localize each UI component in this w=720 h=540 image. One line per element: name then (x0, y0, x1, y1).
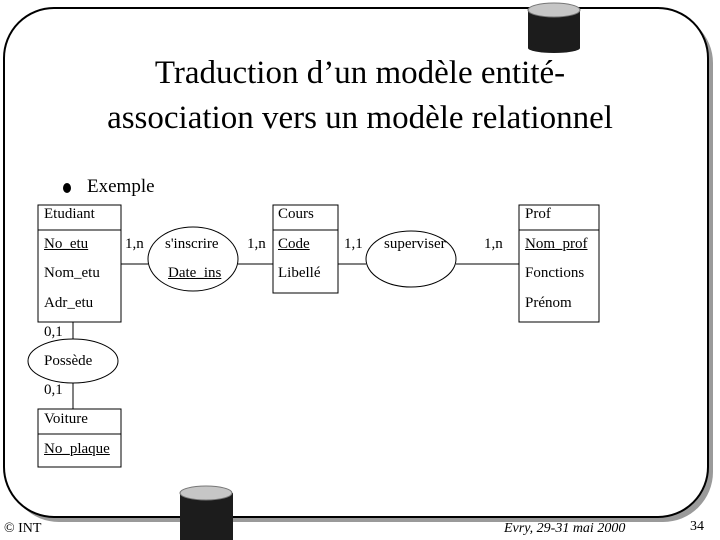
cylinder-top-icon (527, 2, 581, 53)
entity-etudiant-name: Etudiant (44, 206, 95, 222)
slide-frame (3, 7, 709, 518)
entity-voiture-attr: No_plaque (44, 441, 110, 457)
card-voiture-possede: 0,1 (44, 382, 63, 398)
card-cours-inscrire: 1,n (247, 236, 266, 252)
card-etudiant-possede: 0,1 (44, 324, 63, 340)
entity-prof-attr: Fonctions (525, 265, 585, 281)
entity-etudiant-attr: No_etu (44, 236, 89, 252)
bullet-text: Exemple (87, 176, 155, 197)
entity-voiture-box (37, 408, 122, 468)
assoc-inscrire-attr: Date_ins (168, 265, 222, 281)
entity-etudiant-attr: Nom_etu (44, 265, 100, 281)
cylinder-bottom-icon (179, 485, 233, 540)
card-cours-superviser: 1,1 (344, 236, 363, 252)
bullet-dot (63, 183, 71, 193)
card-etudiant-inscrire: 1,n (125, 236, 144, 252)
assoc-inscrire-ellipse (147, 226, 239, 292)
entity-cours-box (272, 204, 339, 294)
card-prof-superviser: 1,n (484, 236, 503, 252)
page-number: 34 (690, 519, 704, 534)
entity-prof-name: Prof (525, 206, 551, 222)
entity-etudiant-attr: Adr_etu (44, 295, 94, 311)
assoc-possede-name: Possède (44, 353, 93, 369)
entity-prof-attr: Prénom (525, 295, 572, 311)
footer-copyright: © INT (4, 521, 42, 536)
entity-prof-attr: Nom_prof (525, 236, 588, 252)
slide-title-line1: Traduction d’un modèle entité- (154, 55, 566, 91)
slide-title-line2: association vers un modèle relationnel (107, 100, 613, 136)
assoc-superviser-ellipse (365, 230, 457, 288)
entity-cours-attr: Code (278, 236, 310, 252)
footer-event: Evry, 29-31 mai 2000 (504, 521, 626, 536)
assoc-superviser-name: superviser (384, 236, 446, 252)
entity-voiture-name: Voiture (44, 411, 88, 427)
entity-cours-name: Cours (278, 206, 314, 222)
assoc-inscrire-name: s'inscrire (165, 236, 219, 252)
entity-cours-attr: Libellé (278, 265, 321, 281)
